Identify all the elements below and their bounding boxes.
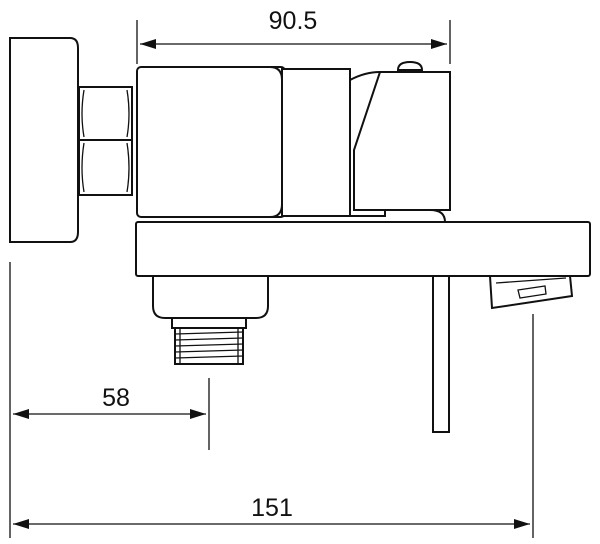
diverter-rod	[432, 275, 450, 433]
spout-outlet	[488, 275, 574, 310]
inlet-connector	[152, 275, 269, 365]
hex-nut	[78, 86, 133, 196]
valve-body	[136, 66, 386, 218]
dimension-label-151: 151	[251, 494, 293, 522]
spout-body	[135, 221, 591, 277]
dimension-top-width: 90.5	[136, 7, 451, 64]
diverter-lever	[353, 60, 451, 223]
dimension-offset: 58	[9, 262, 210, 538]
dimension-overall-length: 151	[13, 314, 534, 538]
escutcheon-plate	[9, 37, 79, 243]
dimension-label-58: 58	[102, 384, 130, 412]
dimension-label-90-5: 90.5	[269, 7, 318, 35]
